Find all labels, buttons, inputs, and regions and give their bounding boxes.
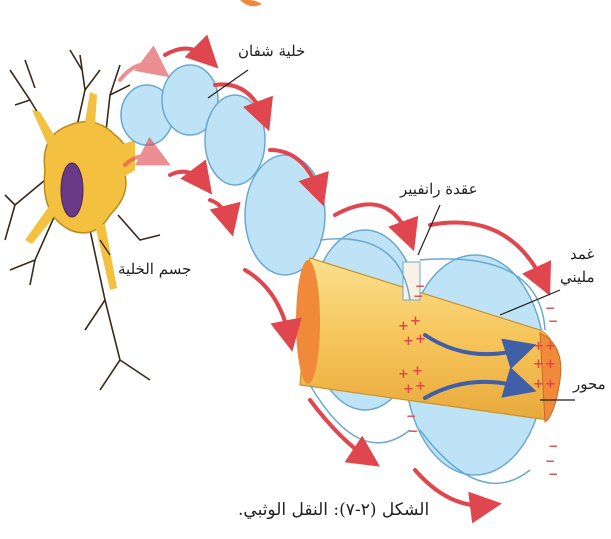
svg-text:+: + [403,382,414,397]
dendrite-trunk-1 [32,110,60,150]
svg-text:+: + [533,339,544,354]
svg-text:+: + [533,357,544,372]
svg-text:+: + [412,364,423,379]
svg-text:−: − [415,279,425,293]
svg-text:+: + [398,319,409,334]
dendrite-trunk-3 [25,205,58,244]
dendrite-trunk-2 [85,92,97,125]
svg-text:+: + [410,314,421,329]
svg-text:−: − [548,314,558,328]
label-axon: محور [573,375,606,393]
cell-body [44,122,128,233]
svg-text:−: − [548,467,558,481]
svg-text:−: − [548,439,558,453]
nucleus [61,163,83,217]
label-myelin-sheath-2: مليني [560,268,595,286]
svg-text:−: − [545,301,555,315]
svg-text:+: + [533,377,544,392]
svg-text:+: + [545,377,556,392]
svg-text:+: + [398,367,409,382]
label-cell-body: جسم الخلية [118,260,191,278]
label-node-of-ranvier: عقدة رانفيير [400,180,478,198]
svg-text:+: + [403,334,414,349]
label-myelin-sheath-1: غمد [570,245,594,263]
svg-text:+: + [545,339,556,354]
svg-text:+: + [415,379,426,394]
svg-text:+: + [415,332,426,347]
top-fragment [240,0,262,6]
axon-cut-left [296,260,320,384]
dendrite-trunk-4 [95,224,117,290]
figure-caption: الشكل (٢-٧): النقل الوثبي. [238,500,429,520]
svg-text:−: − [545,454,555,468]
svg-text:−: − [406,409,416,423]
svg-text:−: − [408,424,418,438]
label-schwann-cell: خلية شفان [238,42,305,60]
svg-text:+: + [545,357,556,372]
